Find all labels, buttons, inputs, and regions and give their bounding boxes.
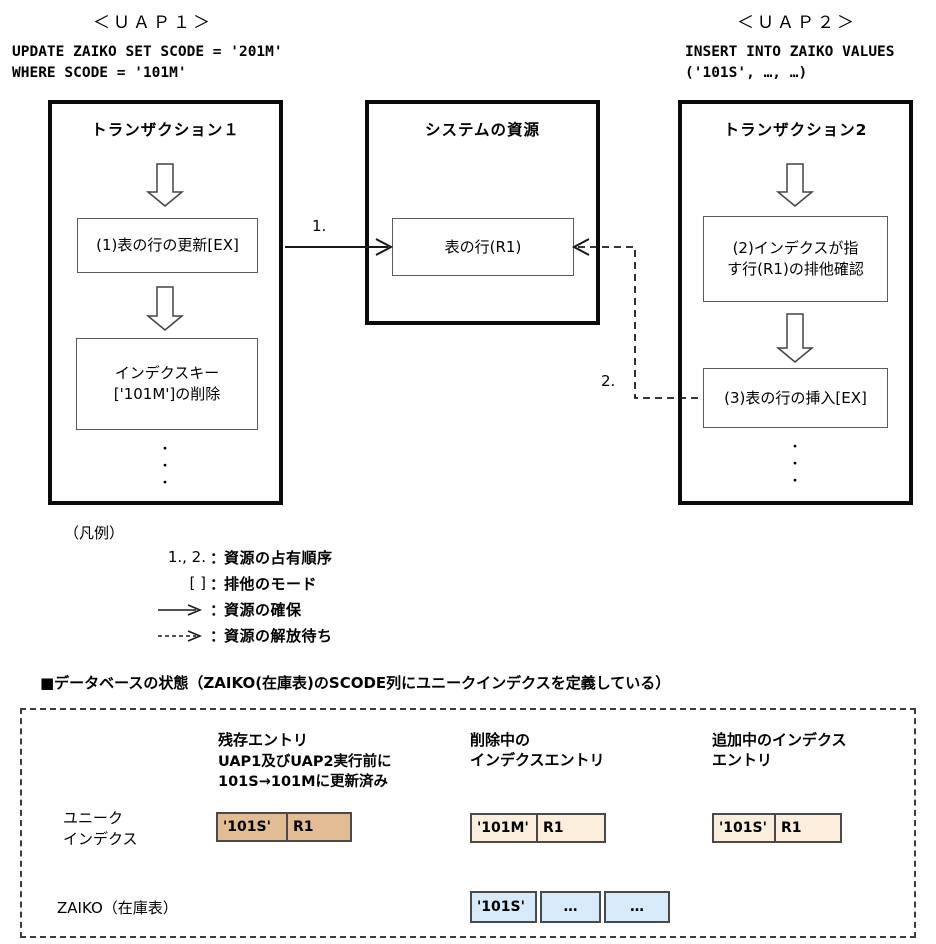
legend-separator: ： (210, 626, 226, 645)
legend-row: ： 資源の解放待ち (140, 624, 333, 646)
uap1-sql-line1: UPDATE ZAIKO SET SCODE = '201M' (12, 44, 283, 60)
uap1-sql-line2: WHERE SCODE = '101M' (12, 65, 187, 81)
transaction2-step1-box: (2)インデクスが指 す行(R1)の排他確認 (703, 216, 888, 302)
uap1-title: ＜ＵＡＰ１＞ (93, 13, 213, 33)
uap2-title: ＜ＵＡＰ２＞ (737, 13, 857, 33)
zaiko-table-row: '101S' … … (470, 891, 670, 923)
row-ref-cell: R1 (286, 812, 352, 842)
legend-label: 資源の占有順序 (224, 548, 333, 567)
index-key-cell: '101M' (470, 813, 538, 843)
uap2-sql-line2: ('101S', …, …) (685, 65, 808, 81)
column-adding-entry: 追加中のインデクス エントリ (712, 730, 847, 770)
transaction2-title: トランザクション2 (723, 121, 868, 139)
uap2-sql: INSERT INTO ZAIKO VALUES ('101S', …, …) (685, 42, 895, 84)
legend-symbol: [ ] (189, 574, 206, 592)
legend-label: 排他のモード (224, 574, 318, 593)
column-title: 削除中の インデクスエントリ (470, 731, 605, 769)
dashed-arrow-icon (140, 626, 210, 644)
transaction1-step2-box: インデクスキー ['101M']の削除 (76, 338, 258, 430)
transaction1-step1-box: (1)表の行の更新[EX] (77, 218, 258, 273)
legend-row: 1., 2. ： 資源の占有順序 (140, 546, 333, 568)
column-deleting-entry: 削除中の インデクスエントリ (470, 730, 605, 770)
index-key-cell: '101S' (216, 812, 288, 842)
legend-symbol: 1., 2. (167, 548, 206, 566)
surviving-index-entry: '101S' R1 (216, 812, 352, 842)
column-title: 追加中のインデクス エントリ (712, 731, 847, 769)
legend-label: 資源の解放待ち (224, 626, 333, 645)
deleting-index-entry: '101M' R1 (470, 813, 606, 843)
db-state-title: ■データベースの状態（ZAIKO(在庫表)のSCODE列にユニークインデクスを定… (40, 674, 671, 692)
legend-row: ： 資源の確保 (140, 598, 333, 620)
transaction2-ellipsis: ・ ・ ・ (789, 440, 801, 487)
zaiko-cell: … (604, 891, 670, 923)
adding-index-entry: '101S' R1 (712, 813, 842, 843)
table-row-resource-box: 表の行(R1) (392, 218, 574, 276)
zaiko-row-label: ZAIKO（在庫表） (57, 899, 178, 917)
legend-row: [ ] ： 排他のモード (140, 572, 333, 594)
zaiko-cell: '101S' (470, 891, 537, 923)
uap1-sql: UPDATE ZAIKO SET SCODE = '201M' WHERE SC… (12, 42, 283, 84)
legend-title: （凡例） (64, 524, 125, 542)
row-ref-cell: R1 (536, 813, 606, 843)
legend-separator: ： (210, 600, 226, 619)
solid-arrow-icon (140, 600, 210, 618)
sequence-label-2: 2. (601, 372, 616, 390)
transaction1-title: トランザクション１ (91, 121, 240, 139)
zaiko-cell: … (540, 891, 601, 923)
system-resource-box: システムの資源 (365, 100, 600, 325)
legend-separator: ： (210, 574, 226, 593)
transaction2-step2-box: (3)表の行の挿入[EX] (703, 368, 888, 428)
row-ref-cell: R1 (774, 813, 842, 843)
sequence-label-1: 1. (312, 217, 327, 235)
system-resource-title: システムの資源 (424, 121, 541, 139)
legend-separator: ： (210, 548, 226, 567)
column-subtitle: UAP1及びUAP2実行前に 101S→101Mに更新済み (218, 754, 392, 790)
legend-label: 資源の確保 (224, 600, 302, 619)
index-key-cell: '101S' (712, 813, 776, 843)
transaction1-ellipsis: ・ ・ ・ (159, 442, 171, 489)
legend: 1., 2. ： 資源の占有順序 [ ] ： 排他のモード ： 資源の確保 ： … (140, 546, 333, 646)
column-title: 残存エントリ (218, 731, 309, 749)
uap2-sql-line1: INSERT INTO ZAIKO VALUES (685, 44, 895, 60)
column-surviving-entry: 残存エントリ UAP1及びUAP2実行前に 101S→101Mに更新済み (218, 730, 392, 792)
unique-index-row-label: ユニーク インデクス (63, 809, 138, 848)
